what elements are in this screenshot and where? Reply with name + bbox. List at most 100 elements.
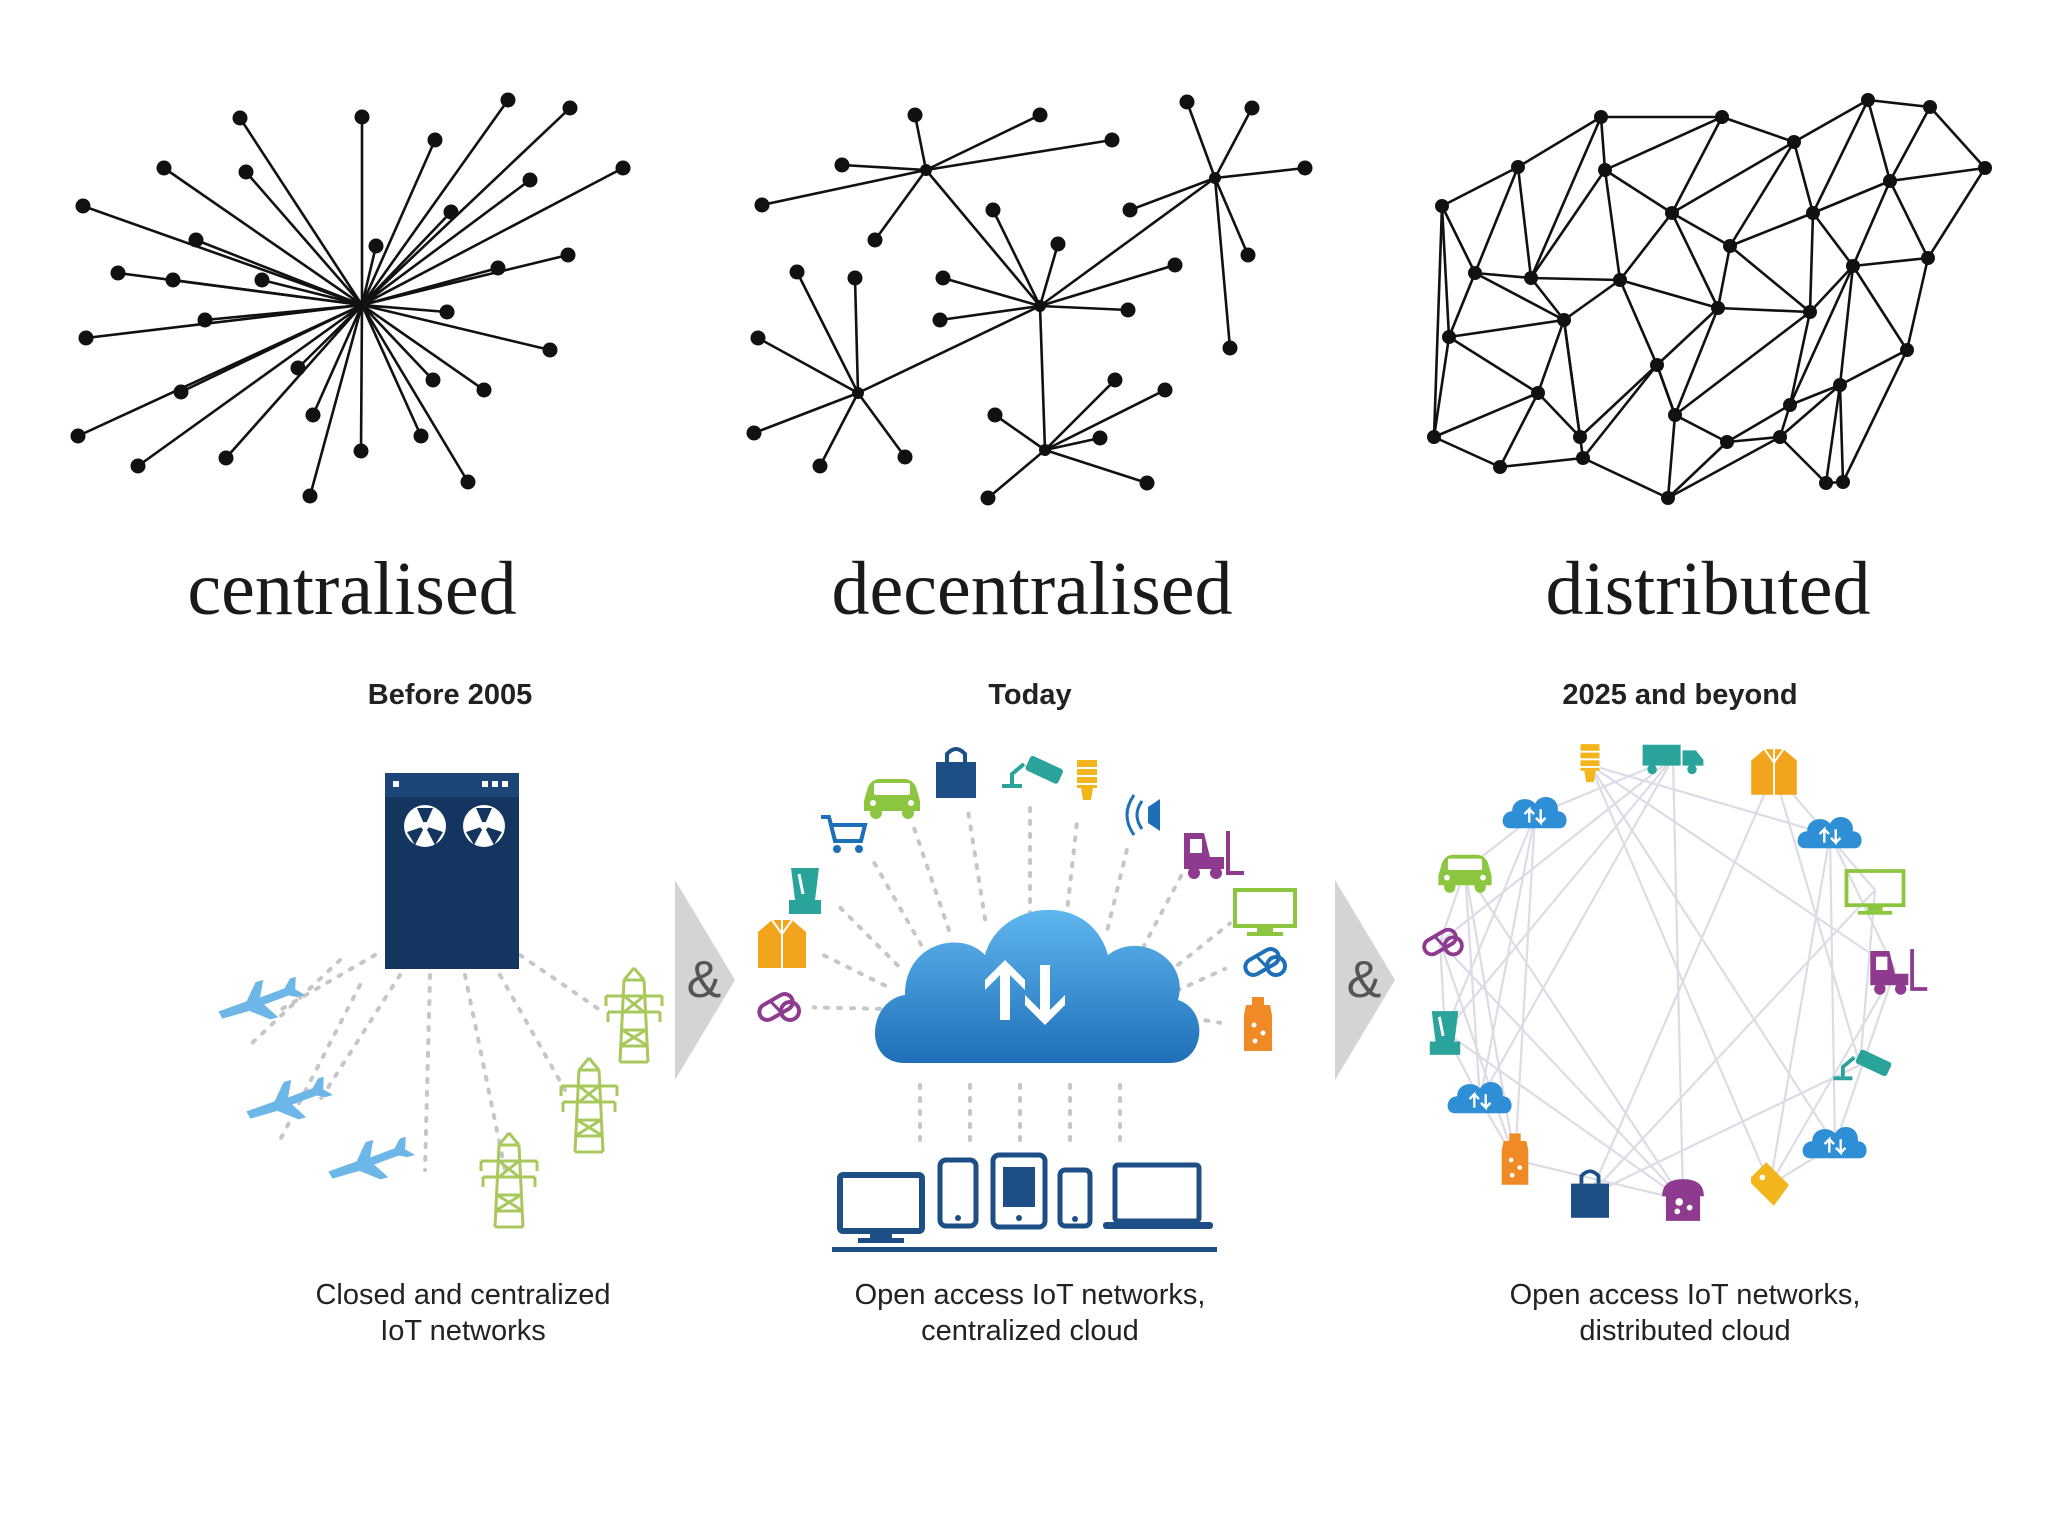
network-node <box>1594 110 1608 124</box>
dotted-connection <box>1174 966 1227 993</box>
network-edge <box>1728 141 1796 247</box>
network-node <box>165 272 181 288</box>
network-node <box>1244 100 1260 116</box>
network-node <box>305 407 321 423</box>
network-node <box>1773 430 1787 444</box>
label-centralised: centralised <box>187 547 516 631</box>
network-edge <box>1214 166 1306 180</box>
network-node <box>1297 160 1313 176</box>
network-node <box>1668 408 1682 422</box>
mesh-connection <box>1589 1064 1861 1196</box>
network-edge <box>82 204 363 307</box>
network-node <box>1978 161 1992 175</box>
network-node <box>1139 475 1155 491</box>
light-bulb-icon <box>1580 744 1600 783</box>
tablet-icon <box>990 1152 1048 1230</box>
car-icon <box>1438 854 1492 893</box>
mesh-connection <box>1772 771 1862 1066</box>
pill-icon <box>1422 927 1464 957</box>
network-edge <box>1432 336 1451 438</box>
network-node <box>1836 475 1850 489</box>
network-edge <box>1581 364 1659 459</box>
network-node <box>425 372 441 388</box>
network-edge <box>1926 167 1987 259</box>
devices-baseline <box>832 1247 1217 1252</box>
network-node <box>560 247 576 263</box>
network-edge <box>360 99 510 306</box>
cloud-icon <box>1797 816 1862 849</box>
dotted-connection <box>498 973 567 1092</box>
network-edge <box>1729 244 1811 314</box>
network-node <box>1104 132 1120 148</box>
mainframe-server-icon <box>385 773 519 969</box>
dotted-connection <box>811 1005 883 1011</box>
network-node <box>1039 444 1051 456</box>
devices-row <box>832 1152 1217 1252</box>
network-node <box>1923 100 1937 114</box>
monitor-icon <box>1844 869 1906 915</box>
network-node <box>232 110 248 126</box>
network-edge <box>1044 436 1101 452</box>
mesh-connection <box>1464 869 1684 1201</box>
network-edge <box>1563 278 1621 322</box>
network-edge <box>853 277 860 394</box>
network-node <box>1032 107 1048 123</box>
network-edge <box>77 303 363 438</box>
jacket-icon <box>1751 748 1797 795</box>
network-node <box>1720 435 1734 449</box>
network-node <box>1613 273 1627 287</box>
network-node <box>1493 460 1507 474</box>
bottle-icon <box>1244 997 1272 1051</box>
network-edge <box>1529 277 1566 321</box>
mesh-connection <box>1444 1031 1684 1201</box>
network-edge <box>1793 98 1869 144</box>
network-node <box>1034 300 1046 312</box>
network-node <box>932 312 948 328</box>
airplane-icon <box>218 976 306 1020</box>
network-edge <box>1213 177 1250 256</box>
dotted-connection <box>1141 873 1184 950</box>
mesh-connection <box>1479 757 1674 1101</box>
car-icon <box>864 779 920 819</box>
network-edge <box>1604 115 1723 172</box>
network-node <box>156 160 172 176</box>
network-edge <box>1811 99 1870 214</box>
centralised-network-graph <box>70 92 631 504</box>
network-node <box>542 342 558 358</box>
network-node <box>197 312 213 328</box>
network-node <box>920 164 932 176</box>
network-edge <box>1867 98 1931 109</box>
transition-arrow-1: & <box>675 880 735 1080</box>
network-edge <box>994 413 1046 452</box>
network-edge <box>311 304 364 416</box>
network-edge <box>1039 263 1176 308</box>
network-node <box>1900 343 1914 357</box>
dotted-connection <box>1166 921 1233 975</box>
network-node <box>897 449 913 465</box>
mesh-connection <box>1589 889 1876 1196</box>
network-edge <box>1839 348 1908 387</box>
network-edge <box>238 117 364 306</box>
caption-today-line2: centralized cloud <box>921 1315 1139 1347</box>
network-node <box>1711 301 1725 315</box>
central-cloud-icon <box>874 909 1200 1063</box>
network-edge <box>1185 101 1217 179</box>
shopping-bag-icon <box>1571 1169 1609 1218</box>
network-edge <box>1039 304 1129 312</box>
caption-today-line1: Open access IoT networks, <box>855 1279 1206 1311</box>
network-edge <box>361 303 448 314</box>
network-edge <box>163 166 363 307</box>
mesh-connection <box>1444 757 1674 1033</box>
network-edge <box>360 245 378 306</box>
network-node <box>1120 302 1136 318</box>
desktop-monitor-icon <box>837 1172 925 1243</box>
forklift-icon <box>1870 949 1928 995</box>
network-edge <box>942 276 1041 308</box>
network-edge <box>1044 388 1166 452</box>
network-node <box>460 474 476 490</box>
heading-before-2005: Before 2005 <box>368 679 532 711</box>
cloud-icon <box>1447 1081 1512 1114</box>
forklift-icon <box>1184 831 1244 879</box>
network-edge <box>1673 307 1720 416</box>
network-node <box>490 260 506 276</box>
